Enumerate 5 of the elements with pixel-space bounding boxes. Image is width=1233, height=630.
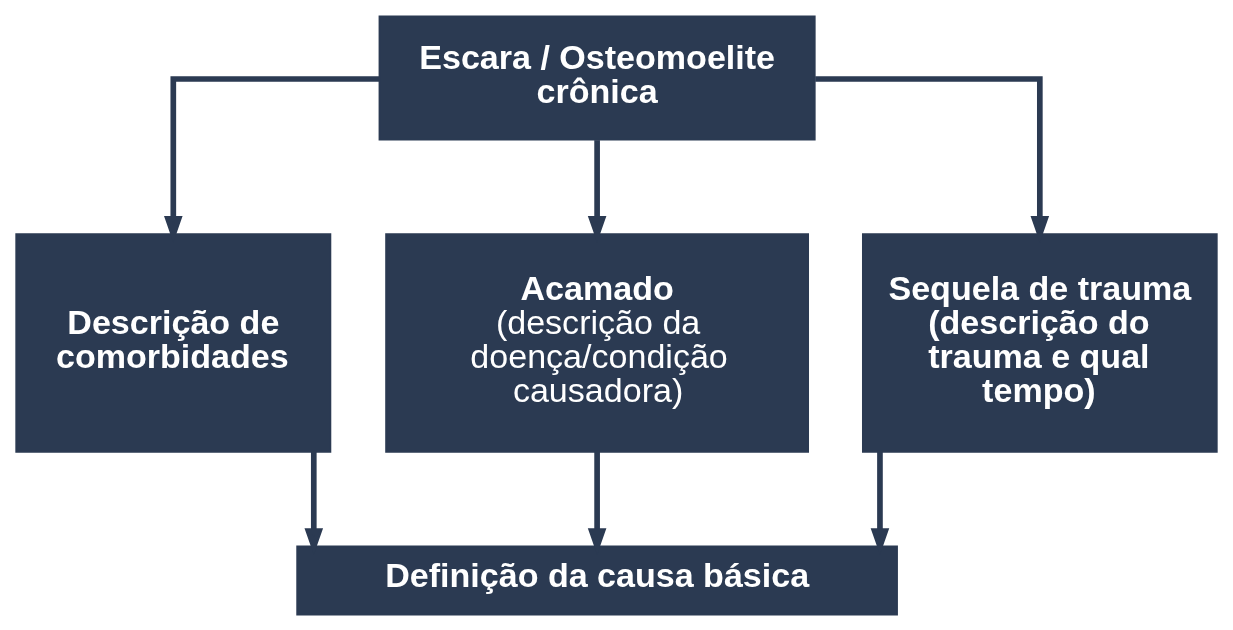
node-box: Definição da causa básica <box>296 544 898 615</box>
node-box: Acamado (descrição da doença/condição causadora) <box>385 232 809 453</box>
node-box: Escara / Osteomoelite crônica <box>378 15 816 140</box>
node-box: Descrição de comorbidades <box>15 232 332 453</box>
node-box: Sequela de trauma (descrição do trauma e qual tempo) <box>862 232 1218 453</box>
